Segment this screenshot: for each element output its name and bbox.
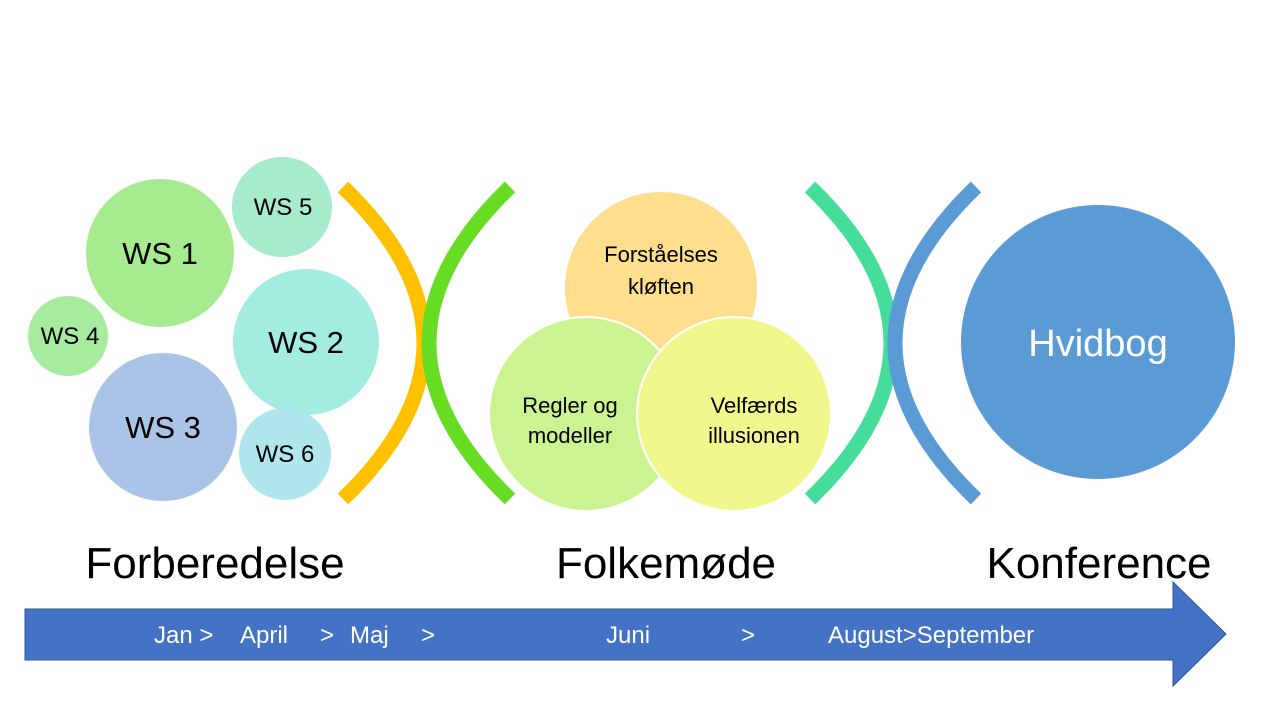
timeline-label-sep-1: > xyxy=(320,622,334,649)
venn-right-circle xyxy=(636,316,832,512)
bracket-folkemode-open xyxy=(421,181,516,505)
venn-top-label-2: kløften xyxy=(628,274,694,299)
venn-right-label-2: illusionen xyxy=(708,423,800,448)
ws4-circle xyxy=(28,296,108,376)
ws6-label: WS 6 xyxy=(256,441,315,468)
ws2-label: WS 2 xyxy=(268,325,344,360)
timeline-arrow xyxy=(24,580,1227,688)
timeline-label-sep-2: > xyxy=(421,622,435,649)
timeline-label-maj: Maj xyxy=(350,622,389,649)
timeline-label-juni: Juni xyxy=(606,622,650,649)
ws3-circle xyxy=(89,353,237,501)
hvidbog-label: Hvidbog xyxy=(1028,323,1167,365)
ws6-circle xyxy=(239,408,331,500)
phase-forberedelse: Forberedelse xyxy=(85,539,344,588)
venn-left-label-1: Regler og xyxy=(522,393,617,418)
venn-diagram xyxy=(488,190,832,512)
hvidbog-circle xyxy=(961,205,1235,479)
timeline-label-sep-3: > xyxy=(741,622,755,649)
venn-top-label-1: Forståelses xyxy=(604,242,718,267)
ws1-circle xyxy=(86,179,234,327)
ws2-circle xyxy=(233,269,379,415)
ws5-label: WS 5 xyxy=(254,194,313,221)
ws5-circle xyxy=(232,157,332,257)
phase-folkemode: Folkemøde xyxy=(556,539,776,588)
ws4-label: WS 4 xyxy=(41,323,100,350)
ws1-label: WS 1 xyxy=(122,236,198,271)
venn-left-label-2: modeller xyxy=(528,423,612,448)
bracket-konference-open xyxy=(887,181,982,505)
venn-right-label-1: Velfærds xyxy=(711,393,798,418)
timeline-label-jan: Jan > xyxy=(154,622,213,649)
timeline-label-august-september: August>September xyxy=(828,622,1034,649)
phase-konference: Konference xyxy=(986,539,1211,588)
ws3-label: WS 3 xyxy=(125,410,201,445)
timeline-label-april: April xyxy=(240,622,288,649)
